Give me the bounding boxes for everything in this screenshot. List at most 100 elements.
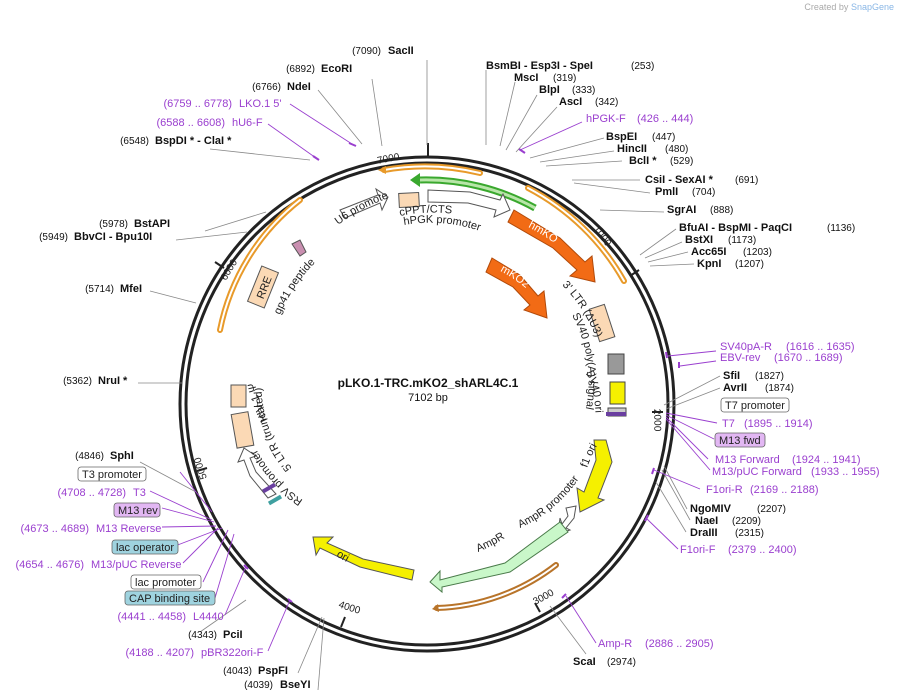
- credit-prefix: Created by: [804, 2, 849, 12]
- site-pcii: (4343) PciI: [188, 629, 242, 641]
- site-pmli: PmlI (704): [655, 186, 715, 198]
- svg-text:(4654 .. 4676): (4654 .. 4676): [16, 559, 85, 571]
- site-kpni: KpnI (1207): [697, 258, 764, 270]
- svg-text:M13 Forward: M13 Forward: [715, 454, 780, 466]
- primer-marks: [243, 142, 680, 603]
- svg-text:F1ori-R: F1ori-R: [706, 484, 743, 496]
- primer-sv40pa-r: SV40pA-R (1616 .. 1635): [720, 341, 855, 353]
- svg-text:(6548): (6548): [120, 136, 149, 147]
- lac-promoter-box: [130, 574, 202, 590]
- span-arc-bottom-inner: [436, 564, 557, 609]
- m13-rev-box: [113, 502, 161, 518]
- svg-text:F1ori-F: F1ori-F: [680, 544, 716, 556]
- site-scai: ScaI (2974): [573, 656, 636, 668]
- svg-text:(4043): (4043): [223, 666, 252, 677]
- svg-text:NdeI: NdeI: [287, 81, 311, 93]
- m13-fwd-box: [714, 432, 766, 448]
- svg-text:(6892): (6892): [286, 64, 315, 75]
- svg-text:KpnI: KpnI: [697, 258, 721, 270]
- svg-text:BstAPI: BstAPI: [134, 218, 170, 230]
- primer-m13-reverse: (4673 .. 4689) M13 Reverse: [21, 523, 162, 535]
- svg-text:4000: 4000: [337, 599, 362, 616]
- span-arc-left: [217, 197, 303, 333]
- cap-site-mark: [267, 494, 283, 506]
- svg-text:(4846): (4846): [75, 451, 104, 462]
- primer-f1ori-r: F1ori-R (2169 .. 2188): [706, 484, 819, 496]
- lac-operator-box: [111, 539, 179, 555]
- svg-text:(1203): (1203): [743, 247, 772, 258]
- svg-text:(2207): (2207): [757, 504, 786, 515]
- svg-text:(2315): (2315): [735, 528, 764, 539]
- lac-operator-mark: [261, 482, 277, 494]
- svg-text:(1827): (1827): [755, 371, 784, 382]
- primer-hu6-f: (6588 .. 6608) hU6-F: [157, 117, 263, 129]
- primer-m13puc-forward: M13/pUC Forward (1933 .. 1955): [712, 466, 880, 478]
- primer-pbr322ori-f: (4188 .. 4207) pBR322ori-F: [126, 647, 264, 659]
- span-arc-top-inner: [383, 165, 481, 174]
- site-hincii: HincII (480): [617, 143, 688, 155]
- svg-text:(1874): (1874): [765, 383, 794, 394]
- svg-text:(704): (704): [692, 187, 715, 198]
- lac-promoter-label: lac promoter: [135, 577, 196, 589]
- svg-text:hU6-F: hU6-F: [232, 117, 263, 129]
- primer-amp-r: Amp-R (2886 .. 2905): [598, 638, 714, 650]
- lac-operator-label: lac operator: [116, 542, 174, 554]
- site-bseyi: (4039) BseYI: [244, 679, 310, 691]
- site-draiii: DraIII (2315): [690, 527, 764, 539]
- hpgk-green-arrowhead: [410, 173, 420, 187]
- svg-text:AmpR: AmpR: [474, 530, 506, 555]
- sites-right: BsmBI - Esp3I - SpeI (253) MscI (319) Bl…: [486, 60, 855, 668]
- svg-text:(6766): (6766): [252, 82, 281, 93]
- svg-text:(4708 .. 4728): (4708 .. 4728): [58, 487, 127, 499]
- svg-text:gp41 peptide: gp41 peptide: [272, 256, 318, 316]
- plasmid-length: 7102 bp: [408, 392, 448, 404]
- t7-promoter-label: T7 promoter: [725, 400, 785, 412]
- svg-text:(1207): (1207): [735, 259, 764, 270]
- site-naei: NaeI (2209): [695, 515, 761, 527]
- plasmid-name: pLKO.1-TRC.mKO2_shARL4C.1: [338, 376, 519, 390]
- site-sacii: (7090) SacII: [352, 45, 414, 57]
- sv40ori-mark: [606, 412, 626, 416]
- features: [230, 173, 627, 594]
- svg-text:(5949): (5949): [39, 232, 68, 243]
- site-bspei: BspEI (447): [606, 131, 675, 143]
- boxed-labels: T7 promoter M13 fwd T3 promoter M13 rev …: [77, 397, 790, 606]
- svg-text:EcoRI: EcoRI: [321, 63, 352, 75]
- span-arrow-bottom: [432, 604, 439, 612]
- svg-text:(691): (691): [735, 175, 758, 186]
- site-blpi: BlpI (333): [539, 84, 595, 96]
- svg-text:(253): (253): [631, 61, 654, 72]
- svg-text:T7: T7: [722, 418, 735, 430]
- primer-t3: (4708 .. 4728) T3: [58, 487, 146, 499]
- svg-text:EBV-rev: EBV-rev: [720, 352, 761, 364]
- mko2-arrow: [485, 257, 548, 319]
- svg-text:PciI: PciI: [223, 629, 243, 641]
- svg-text:(2886 .. 2905): (2886 .. 2905): [645, 638, 714, 650]
- svg-text:CsiI - SexAI *: CsiI - SexAI *: [645, 174, 714, 186]
- leader-lines: [138, 60, 721, 691]
- hmko-arrow: [507, 209, 596, 283]
- ori-label: ori: [334, 548, 350, 564]
- t7-promoter-box: [720, 397, 790, 413]
- svg-text:BsmBI - Esp3I - SpeI: BsmBI - Esp3I - SpeI: [486, 60, 593, 72]
- primer-labels: (6759 .. 6778) LKO.1 5' (6588 .. 6608) h…: [16, 98, 880, 659]
- primer-m13puc-reverse: (4654 .. 4676) M13/pUC Reverse: [16, 559, 182, 571]
- svg-text:BstXI: BstXI: [685, 234, 713, 246]
- sites-left: (7090) SacII (6892) EcoRI (6766) NdeI (6…: [39, 45, 414, 691]
- cppt-box: [398, 191, 420, 209]
- gp41-label: gp41 peptide: [272, 256, 318, 316]
- site-bspdi-clai: (6548) BspDI * - ClaI *: [120, 135, 232, 147]
- svg-text:(888): (888): [710, 205, 733, 216]
- site-sphi: (4846) SphI: [75, 450, 134, 462]
- t3-promoter-box: [77, 466, 147, 482]
- svg-text:ScaI: ScaI: [573, 656, 596, 668]
- svg-text:(342): (342): [595, 97, 618, 108]
- svg-text:SfiI: SfiI: [723, 370, 740, 382]
- site-ecori: (6892) EcoRI: [286, 63, 352, 75]
- svg-text:Acc65I: Acc65I: [691, 246, 726, 258]
- svg-text:(333): (333): [572, 85, 595, 96]
- hpgk-green-arc-inner: [419, 178, 536, 210]
- svg-text:AmpR promoter: AmpR promoter: [516, 473, 581, 530]
- svg-text:(2974): (2974): [607, 657, 636, 668]
- m13-rev-label: M13 rev: [118, 505, 158, 517]
